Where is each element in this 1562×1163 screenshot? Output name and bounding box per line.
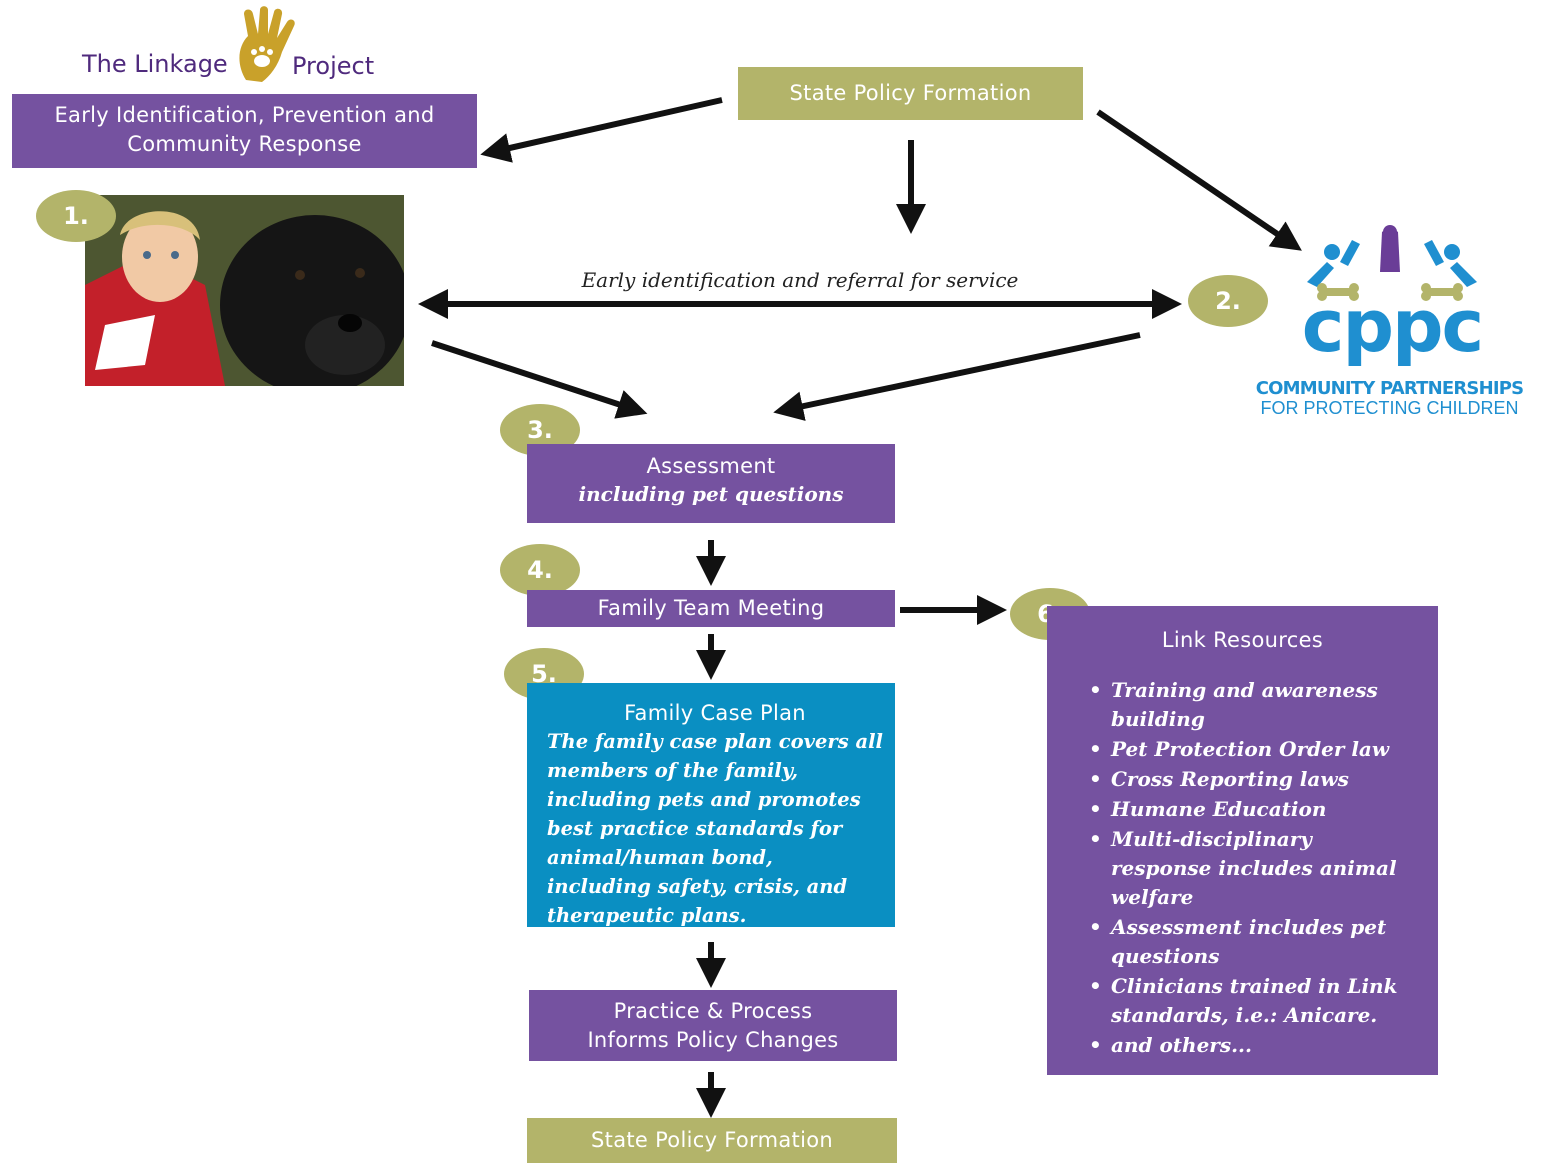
logo-text-right: Project [292,52,375,80]
practice-line2: Informs Policy Changes [587,1028,839,1052]
assessment-title: Assessment [646,454,776,478]
case-plan-body: The family case plan covers all members … [547,730,883,927]
header-box-text: Early Identification, Prevention and Com… [54,103,435,156]
arrow-policy-to-cppc [1096,109,1302,251]
family-team-meeting-box: Family Team Meeting [527,590,895,627]
boy-with-dog-photo [85,195,404,386]
list-item: and others... [1085,1031,1418,1060]
badge-2: 2. [1188,275,1268,327]
cppc-figures-icon [1307,225,1477,301]
link-resources-box: Link Resources Training and awareness bu… [1047,606,1438,1075]
assessment-subtitle: including pet questions [578,482,844,506]
arrow-photo-to-assessment [431,340,648,419]
photo-illustration [85,195,404,386]
referral-label: Early identification and referral for se… [581,268,1019,292]
list-item: Humane Education [1085,795,1418,824]
state-policy-bottom-text: State Policy Formation [591,1128,833,1152]
list-item: Pet Protection Order law [1085,735,1418,764]
cppc-letters: cppc [1301,284,1484,368]
list-item: Clinicians trained in Link standards, i.… [1085,972,1418,1030]
state-policy-top-text: State Policy Formation [789,81,1032,105]
cppc-line2: FOR PROTECTING CHILDREN [1260,398,1519,418]
link-resources-title: Link Resources [1161,628,1324,652]
practice-line1: Practice & Process [613,999,813,1023]
logo-text-left: The Linkage [82,50,228,78]
arrow-policy-to-header [480,97,723,163]
list-item: Training and awareness building [1085,676,1418,734]
arrow-cppc-to-assessment [773,332,1141,421]
list-item: Cross Reporting laws [1085,765,1418,794]
family-team-meeting-text: Family Team Meeting [597,596,825,620]
practice-process-box: Practice & Process Informs Policy Change… [529,990,897,1061]
link-resources-list: Training and awareness building Pet Prot… [1085,676,1418,1060]
header-box: Early Identification, Prevention and Com… [12,94,477,168]
assessment-box: Assessment including pet questions [527,444,895,523]
family-case-plan-box: Family Case Plan The family case plan co… [527,683,895,927]
badge-1: 1. [36,190,116,242]
list-item: Multi-disciplinary response includes ani… [1085,825,1418,912]
hand-paw-icon [239,6,295,82]
cppc-line1: COMMUNITY PARTNERSHIPS [1255,378,1524,399]
list-item: Assessment includes pet questions [1085,913,1418,971]
cppc-logo: cppc COMMUNITY PARTNERSHIPS FOR PROTECTI… [1222,222,1557,422]
state-policy-top: State Policy Formation [738,67,1083,120]
state-policy-bottom: State Policy Formation [527,1118,897,1163]
case-plan-title: Family Case Plan [624,701,806,725]
badge-4: 4. [500,544,580,596]
